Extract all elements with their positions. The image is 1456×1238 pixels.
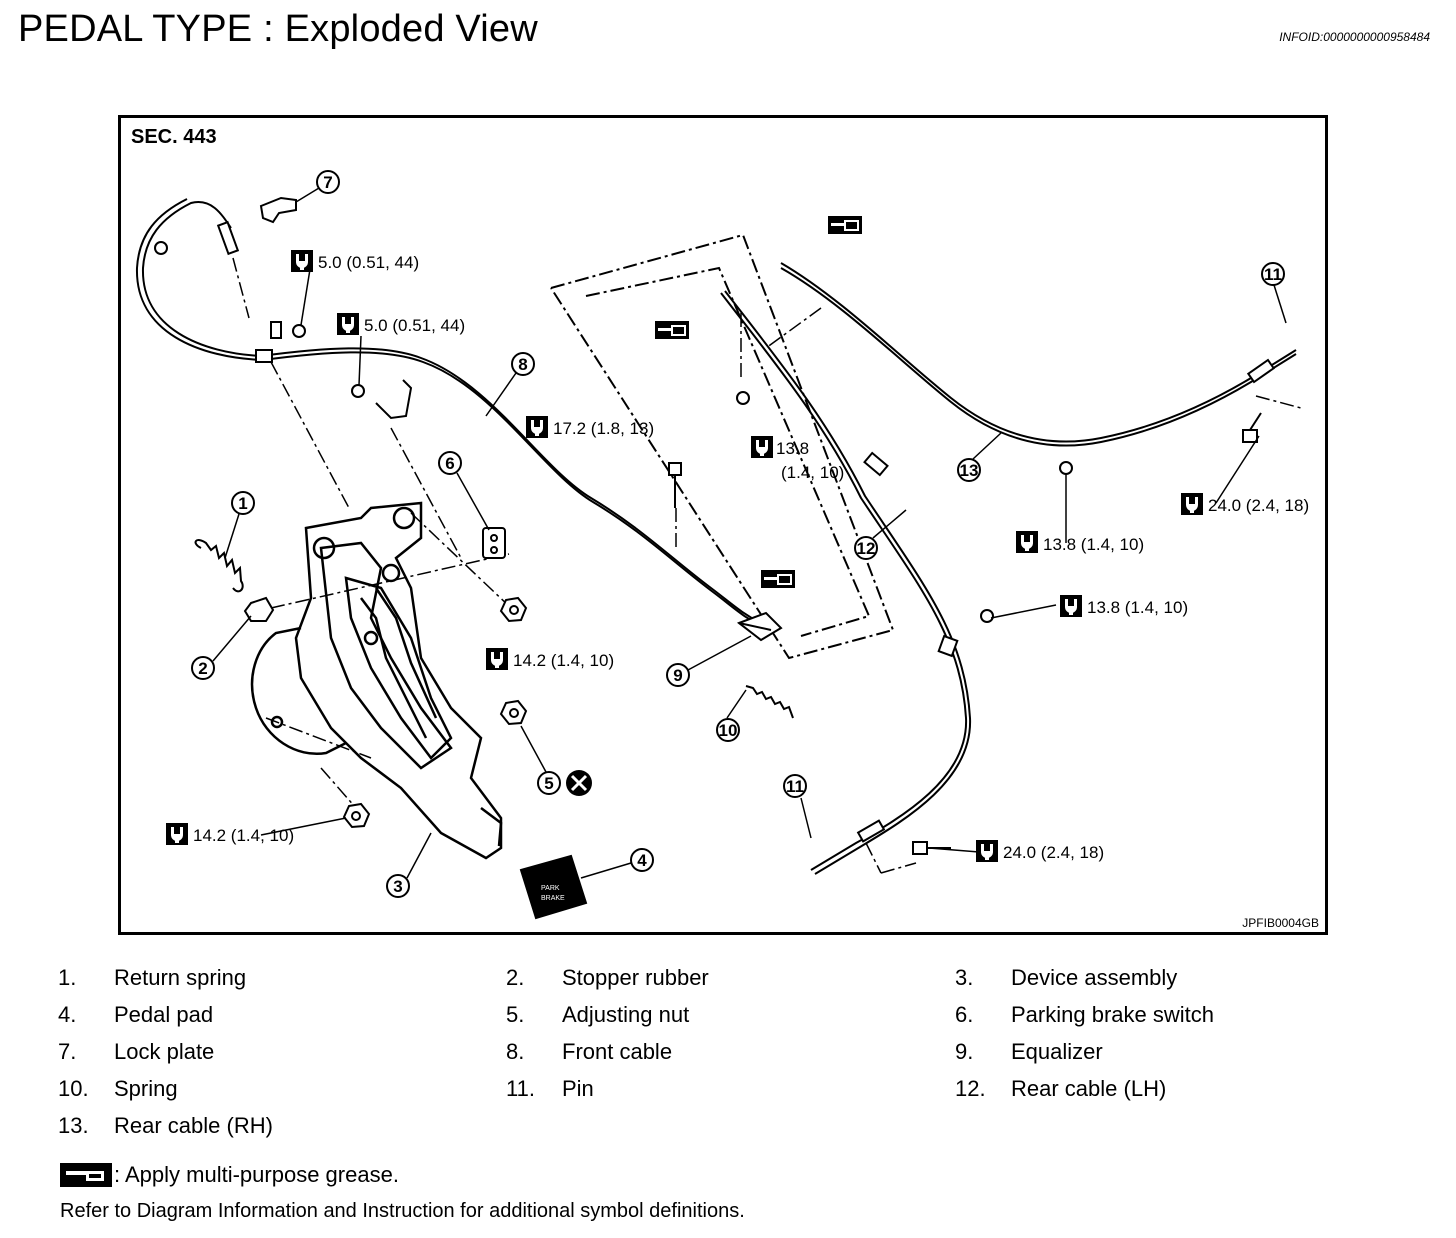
torque-label: 24.0 (2.4, 18) [1003, 843, 1104, 862]
grease-note: : Apply multi-purpose grease. [60, 1162, 399, 1188]
callout-12: 12 [857, 539, 876, 558]
callout-1: 1 [238, 494, 247, 513]
torque-wrench-icon [166, 823, 188, 845]
nuts [292, 324, 1073, 829]
torque-label: 13.8 [776, 439, 809, 458]
torque-label: 24.0 (2.4, 18) [1208, 496, 1309, 515]
callout-2: 2 [198, 659, 207, 678]
torque-label: 14.2 (1.4, 10) [193, 826, 294, 845]
callout-4: 4 [637, 851, 647, 870]
spring [745, 685, 794, 719]
cable-end-fittings [856, 358, 1276, 843]
refer-note: Refer to Diagram Information and Instruc… [60, 1200, 745, 1222]
page-title: PEDAL TYPE : Exploded View [18, 8, 538, 50]
torque-label: 14.2 (1.4, 10) [513, 651, 614, 670]
torque-wrench-icon [1016, 531, 1038, 553]
pedal-pad [519, 854, 588, 920]
stopper-rubber [243, 596, 275, 622]
pedal-pad-text-2: BRAKE [541, 895, 565, 902]
callout-11: 11 [1264, 265, 1282, 284]
equalizer-region-outline [550, 233, 895, 660]
callout-7: 7 [323, 173, 332, 192]
figure-code: JPFIB0004GB [1242, 916, 1319, 930]
torque-wrench-icon [751, 436, 773, 458]
equalizer [736, 611, 783, 642]
parking-brake-switch [482, 527, 506, 559]
do-not-reuse-icon [566, 770, 592, 796]
callout-10: 10 [719, 721, 738, 740]
rear-cable-rh [780, 262, 1297, 447]
torque-wrench-icon [526, 416, 548, 438]
torque-wrench-icon [1181, 493, 1203, 515]
callout-leaders [212, 187, 1287, 879]
info-id: INFOID:0000000000958484 [1279, 30, 1430, 44]
torque-label: 5.0 (0.51, 44) [318, 253, 419, 272]
lock-plate [259, 196, 297, 224]
torque-label: 13.8 (1.4, 10) [1087, 598, 1188, 617]
torque-label: 13.8 (1.4, 10) [1043, 535, 1144, 554]
cable-bracket [375, 379, 413, 420]
grease-icon [760, 569, 796, 589]
callout-circles [191, 170, 1285, 898]
device-assembly [250, 501, 503, 860]
bolt [668, 462, 682, 508]
callout-6: 6 [445, 454, 454, 473]
torque-wrench-icon [486, 648, 508, 670]
grease-icon [654, 320, 690, 340]
grease-icon [827, 215, 863, 235]
rear-cable-lh [720, 290, 972, 875]
callout-numbers: 1 2 3 4 5 6 7 8 9 10 11 11 12 13 [198, 173, 1282, 896]
callout-8: 8 [518, 355, 527, 374]
callout-5: 5 [544, 774, 553, 793]
torque-label: 5.0 (0.51, 44) [364, 316, 465, 335]
cable-fittings [154, 220, 282, 363]
grease-icon [60, 1163, 112, 1187]
bolts-24 [912, 412, 1262, 855]
pedal-pad-text-1: PARK [541, 885, 560, 892]
exploded-view-figure: SEC. 443 JPFIB0004GB [118, 115, 1328, 935]
leader-lines [232, 257, 1302, 874]
section-label: SEC. 443 [131, 126, 217, 148]
torque-wrench-icon [976, 840, 998, 862]
torque-wrench-icon [1060, 595, 1082, 617]
grease-note-text: : Apply multi-purpose grease. [114, 1162, 399, 1187]
callout-11b: 11 [786, 777, 804, 796]
callout-13: 13 [960, 461, 979, 480]
torque-label: 17.2 (1.8, 13) [553, 419, 654, 438]
front-cable [135, 198, 764, 628]
callout-3: 3 [393, 877, 402, 896]
callout-9: 9 [673, 666, 682, 685]
diagram-drawing: PARK BRAKE [135, 170, 1309, 920]
torque-label: (1.4, 10) [781, 463, 844, 482]
torque-wrench-icon [337, 313, 359, 335]
return-spring [194, 539, 244, 593]
